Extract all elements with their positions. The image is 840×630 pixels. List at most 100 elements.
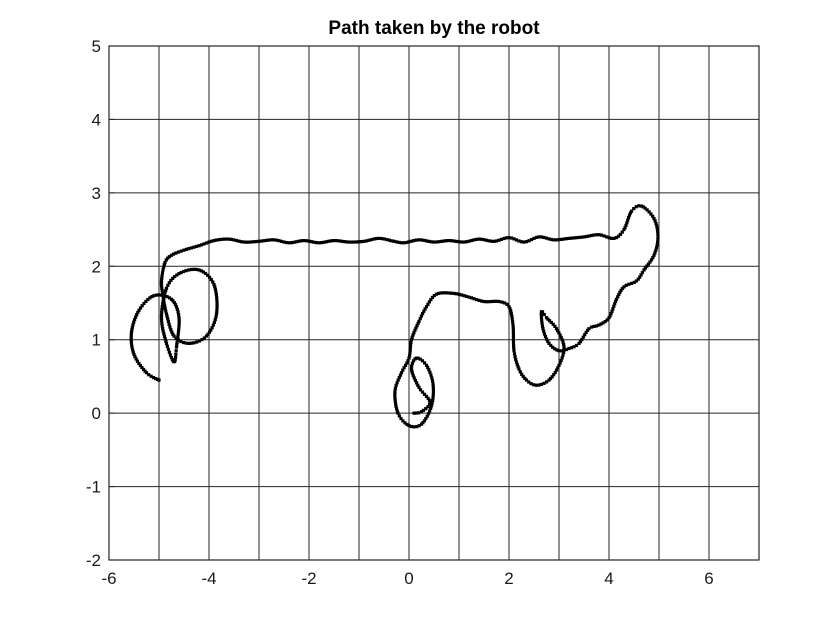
- path-point: [431, 384, 435, 388]
- path-point: [430, 376, 434, 380]
- path-point: [302, 238, 306, 243]
- path-point: [464, 294, 469, 299]
- path-point: [581, 335, 585, 339]
- path-point: [532, 236, 536, 240]
- path-point: [393, 394, 397, 398]
- path-point: [364, 239, 369, 243]
- path-point: [620, 286, 625, 291]
- path-point: [641, 205, 645, 209]
- path-point: [424, 363, 429, 368]
- path-point: [567, 236, 571, 240]
- path-point: [394, 404, 398, 408]
- path-point: [507, 305, 511, 309]
- path-point: [655, 224, 659, 228]
- path-point: [417, 411, 421, 415]
- path-point: [449, 239, 454, 243]
- path-point: [434, 240, 439, 244]
- path-point: [422, 419, 426, 423]
- path-point: [656, 240, 660, 244]
- path-point: [129, 340, 133, 344]
- path-point: [413, 328, 417, 332]
- path-point: [652, 253, 656, 257]
- path-point: [352, 240, 356, 244]
- path-point: [512, 237, 516, 241]
- path-point: [652, 216, 656, 221]
- path-point: [131, 350, 135, 354]
- path-point: [339, 239, 344, 243]
- path-point: [603, 319, 607, 324]
- path-point: [656, 235, 660, 239]
- path-point: [392, 239, 396, 243]
- path-point: [562, 345, 566, 349]
- path-point: [415, 425, 419, 429]
- path-point: [643, 266, 647, 270]
- path-point: [427, 398, 432, 402]
- path-point: [426, 302, 430, 306]
- path-point: [173, 303, 178, 307]
- path-point: [517, 239, 521, 243]
- path-point: [130, 343, 134, 347]
- path-point: [372, 237, 376, 241]
- path-point: [130, 345, 134, 349]
- path-point: [607, 236, 611, 240]
- path-point: [211, 323, 215, 327]
- path-point: [509, 311, 513, 315]
- path-point: [540, 310, 545, 314]
- path-point: [428, 400, 432, 404]
- path-point: [431, 382, 435, 386]
- path-point: [614, 297, 619, 301]
- path-point: [163, 261, 167, 265]
- path-point: [399, 416, 403, 421]
- path-point: [589, 325, 594, 329]
- path-point: [164, 339, 168, 343]
- path-point: [544, 337, 549, 341]
- path-point: [632, 206, 636, 211]
- path-point: [304, 239, 309, 243]
- y-tick-label: 3: [92, 184, 101, 203]
- path-point: [412, 331, 416, 335]
- path-point: [213, 285, 217, 289]
- path-point: [639, 273, 643, 277]
- path-point: [542, 381, 546, 385]
- path-point: [175, 343, 179, 347]
- path-point: [134, 357, 138, 361]
- path-point: [164, 309, 168, 313]
- path-point: [623, 226, 627, 230]
- path-point: [511, 323, 515, 327]
- path-point: [520, 372, 524, 376]
- path-point: [634, 205, 638, 209]
- path-point: [521, 374, 525, 379]
- path-point: [497, 299, 501, 304]
- path-point: [184, 269, 188, 273]
- path-point: [419, 410, 424, 414]
- path-point: [417, 424, 421, 428]
- path-point: [512, 346, 516, 351]
- path-point: [357, 240, 361, 244]
- path-point: [540, 324, 545, 328]
- path-point: [399, 371, 404, 375]
- path-point: [393, 389, 397, 393]
- path-point: [393, 386, 398, 390]
- path-point: [509, 236, 514, 240]
- path-point: [189, 341, 194, 345]
- path-point: [214, 238, 219, 242]
- path-point: [172, 334, 176, 338]
- path-point: [212, 283, 216, 287]
- path-point: [539, 313, 543, 317]
- path-point: [287, 241, 291, 245]
- path-point: [487, 300, 491, 304]
- path-point: [394, 383, 398, 388]
- path-point: [407, 356, 411, 360]
- path-point: [608, 314, 612, 318]
- path-point: [414, 411, 418, 415]
- path-point: [160, 307, 164, 312]
- path-point: [214, 315, 218, 319]
- path-point: [629, 209, 634, 213]
- path-point: [179, 339, 183, 344]
- path-point: [161, 294, 165, 298]
- path-point: [547, 319, 552, 323]
- path-point: [511, 339, 516, 343]
- path-point: [179, 270, 183, 275]
- path-point: [651, 214, 655, 218]
- path-point: [532, 383, 536, 387]
